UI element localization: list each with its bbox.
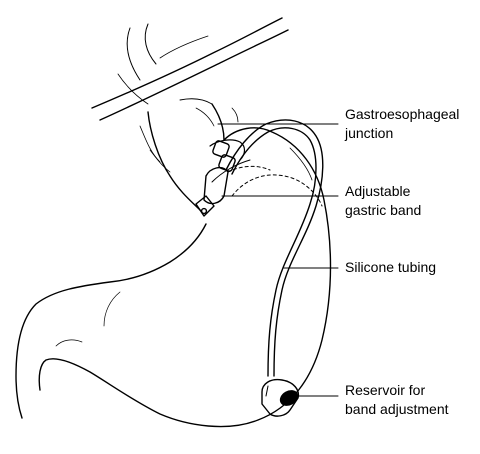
gastric-band xyxy=(195,139,251,217)
label-reservoir: Reservoir for band adjustment xyxy=(345,381,449,419)
label-adjustable-gastric-band: Adjustable gastric band xyxy=(345,182,421,220)
reservoir-port xyxy=(261,378,300,417)
label-line: Adjustable xyxy=(345,183,411,199)
diaphragm-outline xyxy=(91,17,289,121)
label-line: Silicone tubing xyxy=(345,259,437,275)
label-gastroesophageal-junction: Gastroesophageal junction xyxy=(345,105,459,143)
silicone-tubing xyxy=(225,119,324,377)
label-silicone-tubing: Silicone tubing xyxy=(345,258,436,277)
label-line: Reservoir for xyxy=(345,382,426,398)
label-line: gastric band xyxy=(345,202,422,218)
label-line: Gastroesophageal xyxy=(345,106,460,122)
label-line: band adjustment xyxy=(345,401,449,417)
stomach-outline xyxy=(15,127,332,428)
esophagus-outline xyxy=(139,98,239,211)
leader-lines xyxy=(217,123,339,397)
label-line: junction xyxy=(345,125,394,141)
